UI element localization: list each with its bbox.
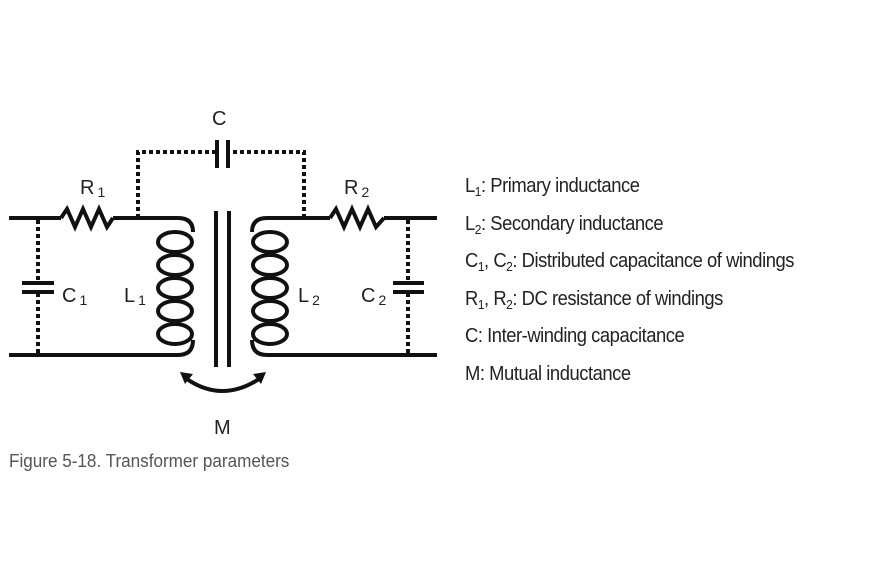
- legend-text: : Mutual inductance: [479, 362, 631, 385]
- legend-text: : Secondary inductance: [480, 212, 664, 235]
- legend-sym: C: [465, 250, 478, 272]
- primary-top-wire-right: [113, 216, 195, 233]
- legend-sub: 1: [477, 296, 485, 312]
- legend-sym: R: [465, 287, 478, 310]
- legend-sub2: 2: [506, 296, 513, 312]
- legend-sub: 2: [474, 221, 482, 237]
- legend-sub: 1: [477, 259, 485, 274]
- mutual-inductance-arc: [182, 375, 264, 393]
- inductor-l2: [251, 230, 289, 346]
- legend-item: C: Inter-winding capacitance: [465, 322, 794, 360]
- inductor-l1: [156, 230, 194, 346]
- legend-item: M: Mutual inductance: [465, 360, 794, 398]
- label-c: C: [212, 108, 226, 130]
- arc-arrowhead-right-icon: [253, 372, 266, 384]
- capacitor-c2: [393, 220, 424, 355]
- legend-text: : Primary inductance: [480, 175, 640, 197]
- resistor-r1: [59, 204, 115, 232]
- legend-sym2: , C: [484, 250, 507, 272]
- legend-text: : Inter-winding capacitance: [477, 325, 685, 347]
- legend-sym2: , R: [484, 287, 507, 310]
- capacitor-c1: [22, 220, 54, 355]
- legend-text: : DC resistance of windings: [512, 287, 723, 310]
- label-m: M: [214, 417, 231, 439]
- legend-sym: C: [465, 325, 478, 347]
- primary-bottom-wire: [9, 339, 195, 357]
- legend-sym: L: [465, 212, 475, 235]
- legend-item: L2: Secondary inductance: [465, 210, 794, 248]
- figure-caption: Figure 5-18. Transformer parameters: [9, 451, 290, 471]
- legend-sym: L: [465, 175, 475, 197]
- legend-item: R1, R2: DC resistance of windings: [465, 285, 794, 323]
- legend-item: L1: Primary inductance: [465, 172, 794, 210]
- capacitor-c-inter-winding: [136, 140, 306, 218]
- legend-sub2: 2: [506, 259, 513, 274]
- arc-arrowhead-left-icon: [180, 372, 193, 384]
- legend-sym: M: [465, 362, 480, 385]
- resistor-r2: [328, 204, 386, 232]
- legend-item: C1, C2: Distributed capacitance of windi…: [465, 247, 794, 285]
- legend-sub: 1: [474, 184, 482, 199]
- secondary-top-wire-left: [250, 216, 330, 233]
- legend-text: : Distributed capacitance of windings: [512, 250, 795, 272]
- secondary-bottom-wire: [250, 339, 437, 357]
